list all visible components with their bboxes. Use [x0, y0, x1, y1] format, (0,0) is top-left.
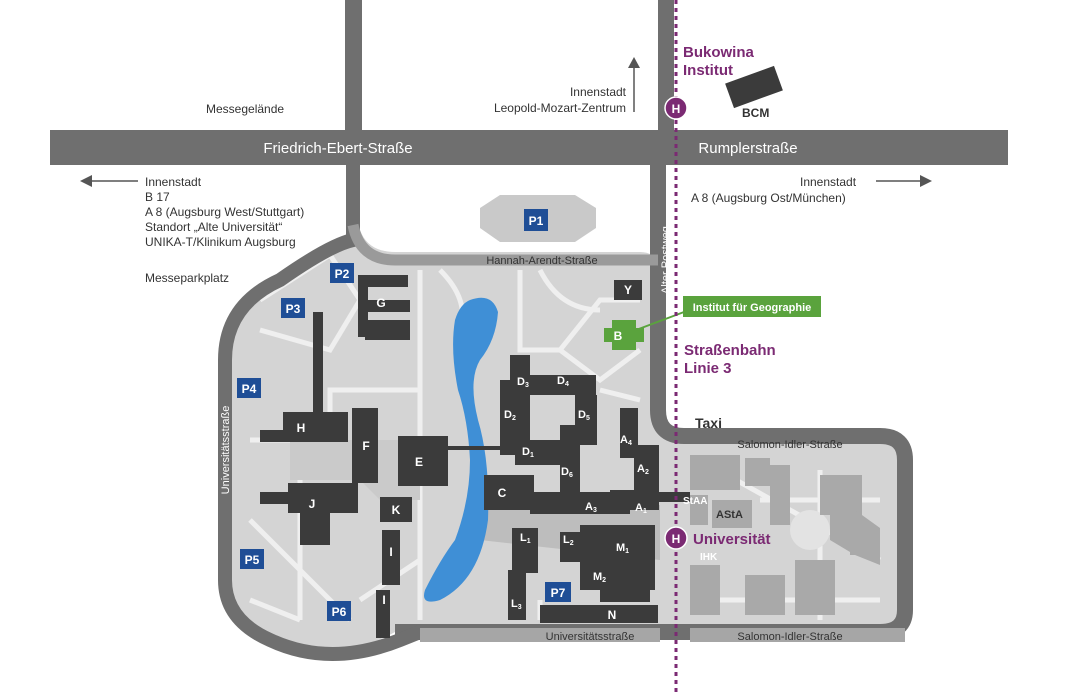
- building-a3[interactable]: A3: [585, 501, 597, 514]
- building-j[interactable]: J: [309, 497, 316, 511]
- road-north-right: [658, 0, 674, 130]
- road-label-universitaetsstrasse-bottom: Universitätsstraße: [546, 631, 635, 643]
- parking-p7[interactable]: P7: [551, 586, 566, 600]
- building-d3[interactable]: D3: [517, 376, 529, 389]
- parking-p3[interactable]: P3: [286, 302, 301, 316]
- parking-p4[interactable]: P4: [242, 382, 257, 396]
- label-left-dir-5: UNIKA-T/Klinikum Augsburg: [145, 235, 296, 249]
- building-h[interactable]: H: [297, 421, 306, 435]
- label-bukowina-1: Bukowina: [683, 44, 754, 61]
- road-label-hannah-arendt: Hannah-Arendt-Straße: [486, 255, 597, 267]
- road-alter-postweg: [395, 165, 913, 640]
- tram-stop-universitaet-h: H: [672, 532, 681, 546]
- label-innenstadt-top: Innenstadt: [570, 85, 627, 99]
- tram-stop-north[interactable]: [664, 96, 688, 120]
- building-d5[interactable]: D5: [578, 409, 590, 422]
- road-label-salomon-top: Salomon-Idler-Straße: [737, 439, 842, 451]
- building-e[interactable]: E: [415, 455, 423, 469]
- arrow-right-icon: [876, 175, 932, 187]
- road-hannah-arendt: [347, 223, 658, 266]
- label-universitaet-stop: Universität: [693, 531, 771, 548]
- label-ihk: IHK: [700, 552, 718, 563]
- building-a2[interactable]: A2: [637, 463, 649, 476]
- parking-p6[interactable]: P6: [332, 605, 347, 619]
- tram-stop-universitaet[interactable]: [664, 526, 688, 550]
- parking-p5[interactable]: P5: [245, 553, 260, 567]
- building-i-1[interactable]: I: [389, 545, 392, 559]
- label-messegelaende: Messegelände: [206, 102, 284, 116]
- building-c[interactable]: C: [498, 486, 507, 500]
- label-right-dir-1: Innenstadt: [800, 175, 857, 189]
- label-staa: StAA: [683, 496, 707, 507]
- lake: [424, 297, 498, 602]
- arrow-up-icon: [628, 57, 640, 112]
- road-ring-west: [218, 165, 423, 661]
- label-strassenbahn-2: Linie 3: [684, 360, 732, 377]
- building-b[interactable]: B: [614, 329, 623, 343]
- parking-markers: [237, 209, 571, 621]
- building-y[interactable]: Y: [624, 283, 632, 297]
- east-buildings: [690, 455, 880, 615]
- road-label-alter-postweg: Alter Postweg: [660, 226, 672, 294]
- label-left-dir-3: A 8 (Augsburg West/Stuttgart): [145, 205, 304, 219]
- label-leopold-mozart: Leopold-Mozart-Zentrum: [494, 101, 626, 115]
- building-f[interactable]: F: [362, 439, 369, 453]
- label-asta: AStA: [716, 509, 743, 521]
- parking-p1[interactable]: P1: [529, 214, 544, 228]
- building-d2[interactable]: D2: [504, 409, 516, 422]
- building-d4[interactable]: D4: [557, 375, 569, 388]
- tram-stop-north-h: H: [672, 102, 681, 116]
- building-n[interactable]: N: [608, 608, 617, 622]
- building-i-2[interactable]: I: [382, 593, 385, 607]
- building-d6[interactable]: D6: [561, 466, 573, 479]
- label-left-dir-4: Standort „Alte Universität“: [145, 220, 282, 234]
- label-right-dir-2: A 8 (Augsburg Ost/München): [691, 191, 846, 205]
- building-m2[interactable]: M2: [593, 571, 606, 584]
- building-l3[interactable]: L3: [511, 598, 522, 611]
- road-label-friedrich-ebert: Friedrich-Ebert-Straße: [263, 140, 412, 157]
- label-institut-geographie: Institut für Geographie: [693, 302, 812, 314]
- geography-building: [604, 320, 644, 350]
- label-taxi: Taxi: [695, 415, 722, 431]
- road-bottom-strip: [420, 628, 660, 642]
- road-friedrich-ebert: [50, 130, 1008, 165]
- building-d1[interactable]: D1: [522, 446, 534, 459]
- road-label-universitaetsstrasse-left: Universitätsstraße: [220, 406, 232, 495]
- road-label-rumpler: Rumplerstraße: [698, 140, 797, 157]
- building-g[interactable]: G: [376, 296, 385, 310]
- label-messeparkplatz: Messeparkplatz: [145, 271, 229, 285]
- geography-label-box: [683, 296, 821, 317]
- building-m1[interactable]: M1: [616, 542, 629, 555]
- east-plaza: [790, 510, 830, 550]
- building-l2[interactable]: L2: [563, 534, 574, 547]
- building-l1[interactable]: L1: [520, 532, 531, 545]
- label-bukowina-2: Institut: [683, 62, 733, 79]
- arrow-left-icon: [80, 175, 138, 187]
- label-left-dir-2: B 17: [145, 190, 170, 204]
- building-k[interactable]: K: [392, 503, 401, 517]
- road-label-salomon-bottom: Salomon-Idler-Straße: [737, 631, 842, 643]
- road-bottom-strip-right: [690, 628, 905, 642]
- road-north-left: [345, 0, 362, 130]
- dark-buildings: [260, 65, 783, 638]
- label-bcm: BCM: [742, 106, 769, 120]
- building-a1[interactable]: A1: [635, 502, 647, 515]
- parking-p2[interactable]: P2: [335, 267, 350, 281]
- building-a4[interactable]: A4: [620, 434, 632, 447]
- label-strassenbahn-1: Straßenbahn: [684, 342, 776, 359]
- label-left-dir-1: Innenstadt: [145, 175, 202, 189]
